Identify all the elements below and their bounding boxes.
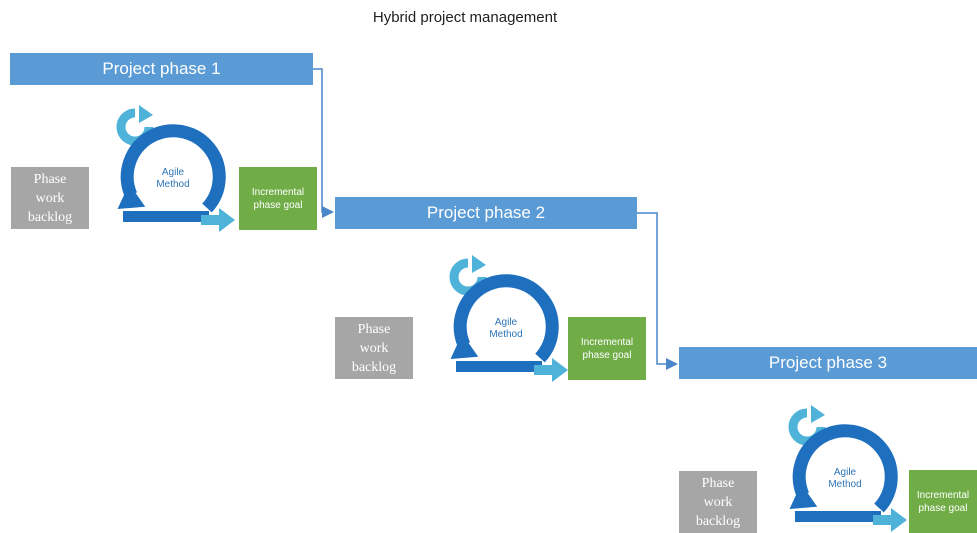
agile-cycle-icon	[788, 405, 907, 532]
phase-2-backlog-line-3: backlog	[351, 359, 397, 375]
phase-3-agile-line-1: Agile	[833, 467, 857, 478]
phase-1-bar: Project phase 1	[10, 53, 313, 85]
phase-1-backlog-line-2: work	[35, 190, 65, 206]
phase-1-goal: Incremental phase goal	[239, 167, 317, 230]
phase-2-label: Project phase 2	[426, 203, 546, 222]
phase-1-backlog: Phase work backlog	[11, 167, 89, 229]
phase-1-backlog-line-1: Phase	[33, 171, 67, 187]
phase-3-agile-line-2: Method	[828, 479, 862, 490]
phase-1-label: Project phase 1	[102, 59, 221, 78]
phase-1-backlog-line-3: backlog	[27, 209, 73, 225]
phase-2-agile-cycle: Agile Method	[428, 253, 598, 383]
phase-1-goal-line-1: Incremental	[251, 186, 305, 198]
phase-2-backlog: Phase work backlog	[335, 317, 413, 379]
phase-3-goal-line-1: Incremental	[916, 489, 970, 501]
diagram-title: Hybrid project management	[372, 9, 558, 26]
phase-2-goal: Incremental phase goal	[568, 317, 646, 380]
phase-2-goal-line-2: phase goal	[582, 349, 632, 361]
agile-cycle-icon	[116, 105, 235, 232]
phase-1-agile-line-2: Method	[156, 179, 190, 190]
phase-2-backlog-line-2: work	[359, 340, 389, 356]
phase-1-goal-line-2: phase goal	[253, 199, 303, 211]
phase-3-goal: Incremental phase goal	[909, 470, 977, 533]
phase-3-backlog-line-2: work	[703, 494, 733, 510]
phase-2-agile-line-2: Method	[489, 329, 523, 340]
phase-3-backlog-line-3: backlog	[695, 513, 741, 529]
phase-1-agile-line-1: Agile	[161, 167, 185, 178]
agile-cycle-icon	[449, 255, 568, 382]
phase-3-goal-line-2: phase goal	[918, 502, 968, 514]
phase-3-backlog: Phase work backlog	[679, 471, 757, 533]
phase-3-label: Project phase 3	[768, 353, 888, 372]
phase-2-agile-line-1: Agile	[494, 317, 518, 328]
phase-2-goal-line-1: Incremental	[580, 336, 634, 348]
phase-1-agile-cycle: Agile Method	[95, 103, 265, 233]
phase-1-agile-label: Agile Method	[141, 167, 205, 191]
phase-2-backlog-line-1: Phase	[357, 321, 391, 337]
phase-3-agile-label: Agile Method	[813, 467, 877, 491]
phase-2-bar: Project phase 2	[335, 197, 637, 229]
phase-3-agile-cycle: Agile Method	[767, 403, 937, 533]
phase-3-bar: Project phase 3	[679, 347, 977, 379]
phase-3-backlog-line-1: Phase	[701, 475, 735, 491]
phase-2-agile-label: Agile Method	[474, 317, 538, 341]
